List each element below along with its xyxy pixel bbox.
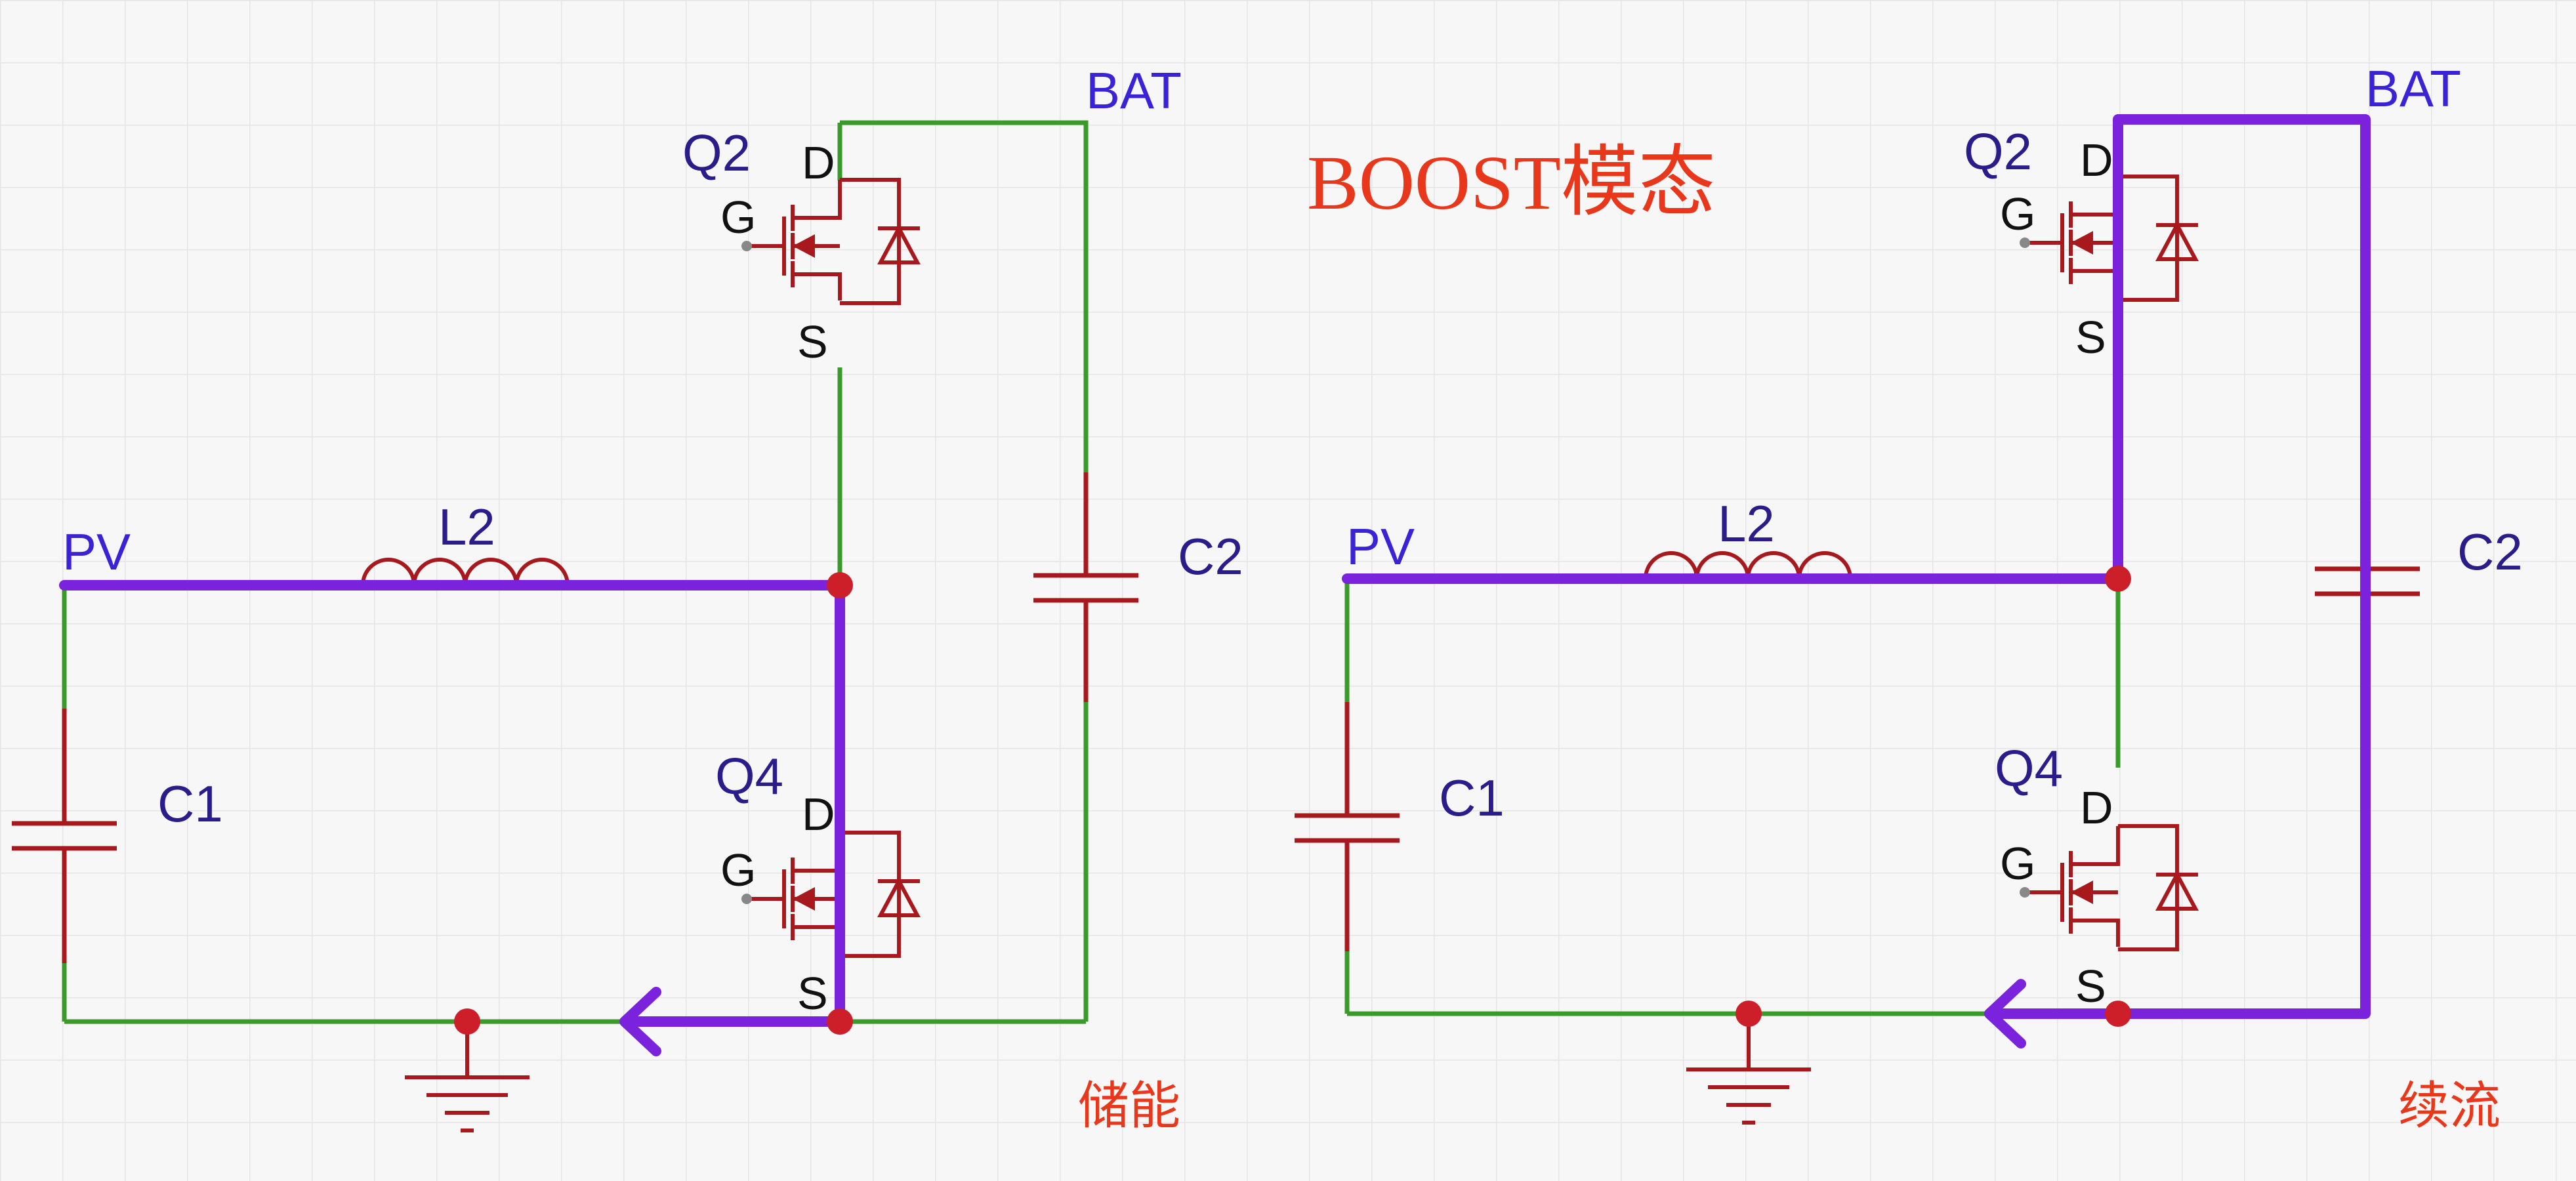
junction-dot xyxy=(2105,1001,2131,1027)
ref-label-q4: Q4 xyxy=(1995,739,2063,797)
pin-label-q2-g: G xyxy=(720,192,756,243)
diagram-title: BOOST模态 xyxy=(1307,140,1716,226)
pin-label-q2-d: D xyxy=(2080,135,2113,186)
capacitor-c1 xyxy=(1295,702,1400,951)
junction-dot xyxy=(454,1008,480,1035)
mode-label-freewheeling: 续流 xyxy=(2398,1077,2501,1136)
ref-label-q2: Q2 xyxy=(1964,123,2032,180)
current-path xyxy=(59,580,845,1056)
pin-label-q4-s: S xyxy=(2075,961,2106,1012)
pin-label-q2-g: G xyxy=(2000,188,2035,239)
pin-label-q4-d: D xyxy=(2080,782,2113,833)
pin-label-q2-d: D xyxy=(802,137,835,188)
junction-dot xyxy=(1735,1001,1762,1027)
ref-label-l2: L2 xyxy=(438,498,495,556)
junction-dot xyxy=(827,1008,853,1035)
junction-dot xyxy=(2105,566,2131,592)
pin-label-q4-g: G xyxy=(720,844,756,896)
ref-label-l2: L2 xyxy=(1718,495,1775,552)
pin-label-q4-g: G xyxy=(2000,838,2035,889)
ref-label-c1: C1 xyxy=(1439,769,1505,827)
pin-label-q2-s: S xyxy=(2075,312,2106,363)
ref-label-q4: Q4 xyxy=(715,747,783,805)
net-label-pv: PV xyxy=(62,523,131,581)
capacitor-c1 xyxy=(12,709,117,963)
pin-label-q2-s: S xyxy=(797,316,828,367)
junction-dot xyxy=(827,572,853,598)
ref-label-q2: Q2 xyxy=(682,124,751,182)
panel-freewheeling: PV BAT L2 C1 C2 Q2 Q4 D G S D G S 续流 xyxy=(1295,60,2523,1136)
capacitor-c2 xyxy=(1033,472,1138,702)
panel-energy-storage: PV BAT L2 C1 C2 Q2 Q4 D G S D G S 储能 xyxy=(12,62,1243,1136)
net-label-pv: PV xyxy=(1346,518,1415,575)
pin-label-q4-s: S xyxy=(797,968,828,1019)
net-label-bat: BAT xyxy=(2365,60,2461,117)
current-path xyxy=(1342,114,2371,1048)
pin-label-q4-d: D xyxy=(802,789,835,840)
ref-label-c2: C2 xyxy=(1178,528,1243,585)
ref-label-c1: C1 xyxy=(157,775,223,833)
net-label-bat: BAT xyxy=(1086,62,1182,119)
mode-label-storage: 储能 xyxy=(1078,1077,1180,1136)
ref-label-c2: C2 xyxy=(2457,523,2523,581)
